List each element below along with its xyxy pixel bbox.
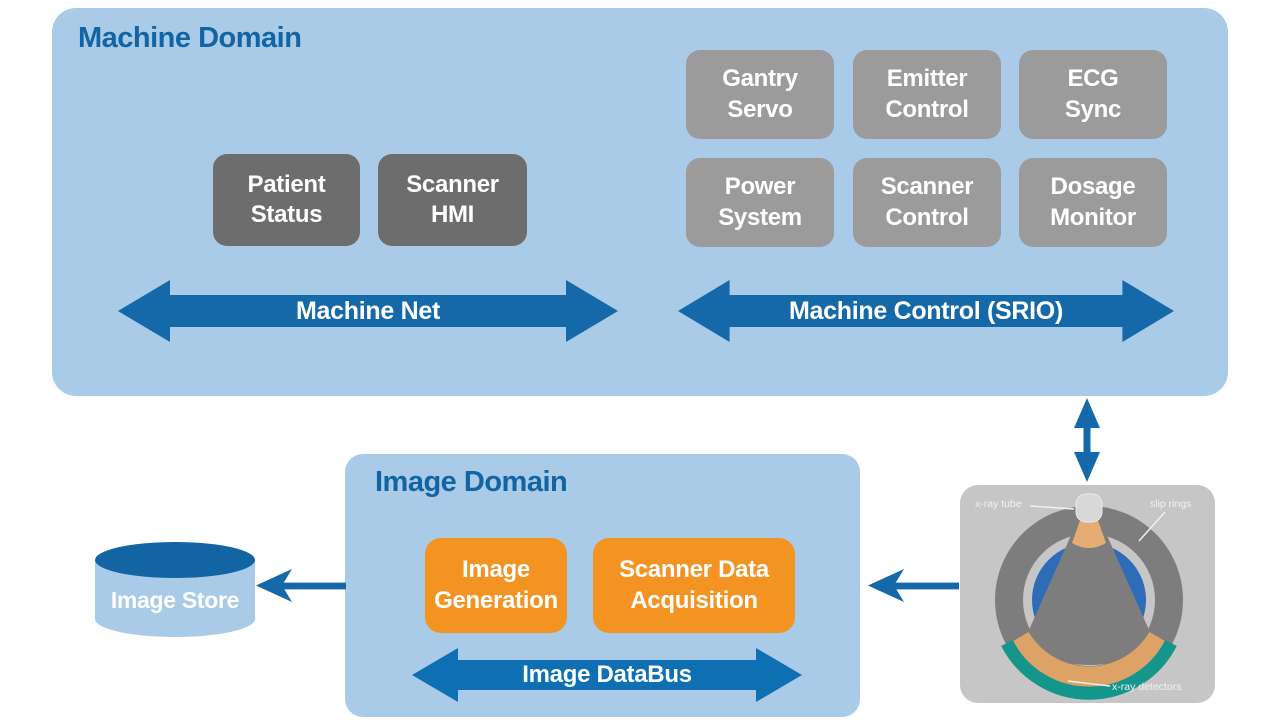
scanner-control-box: Scanner Control bbox=[853, 158, 1001, 247]
xray-detectors-label: x-ray detectors bbox=[1112, 681, 1181, 693]
double-arrow-icon bbox=[678, 280, 1174, 342]
patient-status-box: Patient Status bbox=[213, 154, 360, 246]
image-databus-label: Image DataBus bbox=[522, 661, 692, 688]
image-store-label: Image Store bbox=[110, 587, 240, 613]
machine-net-bus: Machine Net bbox=[118, 279, 618, 343]
dosage-monitor-box: Dosage Monitor bbox=[1019, 158, 1167, 247]
store-arrow-icon bbox=[256, 569, 346, 602]
detector-tan-arc bbox=[1011, 631, 1167, 687]
image-databus: Image DataBus bbox=[412, 647, 802, 703]
detector-teal-arc bbox=[1001, 639, 1177, 700]
machine-control-label: Machine Control (SRIO) bbox=[789, 296, 1063, 325]
slip-rings-label: slip rings bbox=[1150, 498, 1191, 510]
sliprings-leader-line bbox=[1138, 511, 1166, 542]
tube-leader-line bbox=[1029, 505, 1075, 510]
image-generation-box: Image Generation bbox=[425, 538, 567, 633]
scanner-hmi-box: Scanner HMI bbox=[378, 154, 527, 246]
image-domain-title: Image Domain bbox=[375, 466, 568, 498]
gantry-servo-box: Gantry Servo bbox=[686, 50, 834, 139]
emitter-control-box: Emitter Control bbox=[853, 50, 1001, 139]
detectors-leader-line bbox=[1067, 680, 1111, 687]
ecg-sync-box: ECG Sync bbox=[1019, 50, 1167, 139]
machine-domain-title: Machine Domain bbox=[78, 22, 302, 54]
beam-apex-wedge bbox=[1072, 515, 1106, 548]
double-arrow-icon bbox=[412, 648, 802, 702]
double-arrow-icon bbox=[118, 280, 618, 342]
ct-gantry-figure: x-ray tube slip rings x-ray detectors bbox=[960, 485, 1215, 703]
power-system-box: Power System bbox=[686, 158, 834, 247]
xray-tube-label: x-ray tube bbox=[975, 498, 1022, 510]
machine-scanner-link-arrow-icon bbox=[1074, 398, 1100, 482]
scanner-data-acquisition-box: Scanner Data Acquisition bbox=[593, 538, 795, 633]
image-store-cylinder: Image Store bbox=[93, 541, 257, 638]
xray-tube-shape bbox=[1075, 493, 1103, 523]
scanner-to-image-arrow-icon bbox=[868, 569, 959, 602]
xray-fan-beam bbox=[1021, 513, 1157, 665]
machine-net-label: Machine Net bbox=[296, 296, 440, 325]
database-cylinder-icon bbox=[95, 542, 255, 637]
machine-control-bus: Machine Control (SRIO) bbox=[678, 279, 1174, 343]
